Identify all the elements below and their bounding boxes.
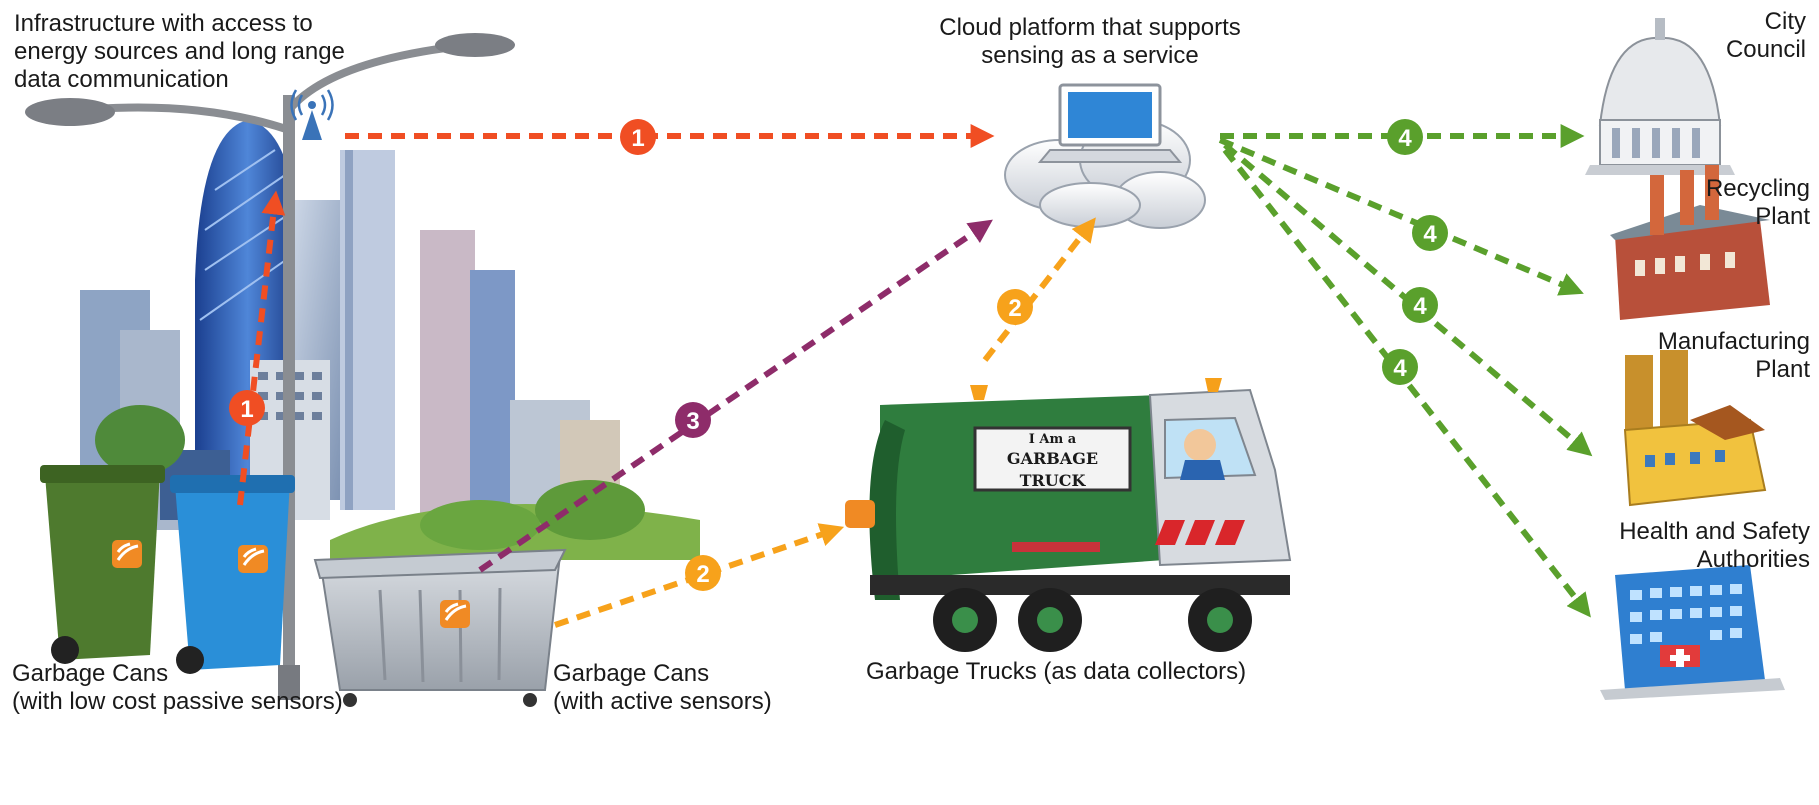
badge-step4-d: 4 [1382,349,1418,385]
recycling-label-line1: Recycling [1705,175,1810,202]
cloud-label-line1: Cloud platform that supports [939,14,1241,41]
trucks-label: Garbage Trucks (as data collectors) [866,658,1246,686]
truck-sensor-icon [845,500,875,528]
city-skyline [80,120,700,560]
passive-cans-label-line1: Garbage Cans [12,660,169,687]
svg-text:4: 4 [1413,293,1427,320]
active-dumpster [313,548,567,707]
hospital-icon [1600,565,1785,700]
infrastructure-label: Infrastructure with access to energy sou… [14,10,345,94]
cloud-label-line2: sensing as a service [981,42,1199,69]
passive-cans-label-line2: (with low cost passive sensors) [12,688,343,715]
manufacturing-label-line2: Plant [1755,356,1810,383]
infrastructure-label-line2: energy sources and long range [14,38,345,65]
svg-text:2: 2 [696,561,709,588]
badge-step2-top: 2 [997,289,1033,325]
city-council-label-line2: Council [1725,36,1806,63]
svg-text:2: 2 [1008,295,1021,322]
badge-step2-bottom: 2 [685,555,721,591]
recycling-label-line2: Plant [1755,203,1810,230]
city-council-label: City Council [1610,8,1806,64]
factory-icon [1610,165,1770,320]
truck-sign-line1: I Am a [1028,432,1077,447]
manufacturing-plant-icon [1623,350,1767,507]
svg-text:4: 4 [1393,355,1407,382]
manufacturing-label-line1: Manufacturing [1657,328,1810,355]
badge-step4-b: 4 [1412,215,1448,251]
step-badges: 1 1 2 2 3 4 4 4 4 [229,119,1448,591]
trucks-label-text: Garbage Trucks (as data collectors) [866,658,1247,685]
truck-sign-line2: GARBAGE TRUCK [1006,449,1099,490]
passive-garbage-cans [40,465,295,674]
infrastructure-label-line3: data communication [14,66,229,93]
wifi-antenna-icon [290,89,334,140]
arrow-cloud-to-recycling [1218,137,1584,296]
badge-step3: 3 [675,402,711,438]
cloud-label: Cloud platform that supports sensing as … [905,14,1275,70]
health-label-line1: Health and Safety [1619,518,1810,545]
health-label-line2: Authorities [1696,546,1810,573]
active-cans-label-line2: (with active sensors) [553,688,772,715]
arrow-dumpster-to-cloud [478,219,993,573]
badge-step4-a: 4 [1387,119,1423,155]
arrow-cloud-to-health [1222,148,1591,618]
arrow-truck-to-cloud [982,217,1096,362]
badge-step1-left: 1 [229,390,265,426]
active-cans-label: Garbage Cans (with active sensors) [553,660,772,716]
svg-text:4: 4 [1398,125,1412,152]
svg-text:4: 4 [1423,221,1437,248]
active-cans-label-line1: Garbage Cans [553,660,710,687]
laptop-icon [1037,83,1183,163]
recycling-label: Recycling Plant [1610,175,1810,231]
passive-cans-label: Garbage Cans (with low cost passive sens… [12,660,343,716]
badge-step4-c: 4 [1402,287,1438,323]
infrastructure-label-line1: Infrastructure with access to [14,10,313,37]
garbage-truck-icon [845,378,1292,652]
city-council-label-line1: City [1764,8,1806,35]
badge-step1-top: 1 [620,119,656,155]
truck-sign: I Am a GARBAGE TRUCK [977,432,1128,492]
svg-text:1: 1 [631,125,644,152]
arrow-cans-to-lamp [237,190,286,506]
sensor-signal-icon [112,540,268,573]
svg-text:3: 3 [686,408,699,435]
svg-text:1: 1 [240,396,253,423]
manufacturing-label: Manufacturing Plant [1600,328,1810,384]
city-hall-icon [1585,18,1735,175]
health-label: Health and Safety Authorities [1580,518,1810,574]
